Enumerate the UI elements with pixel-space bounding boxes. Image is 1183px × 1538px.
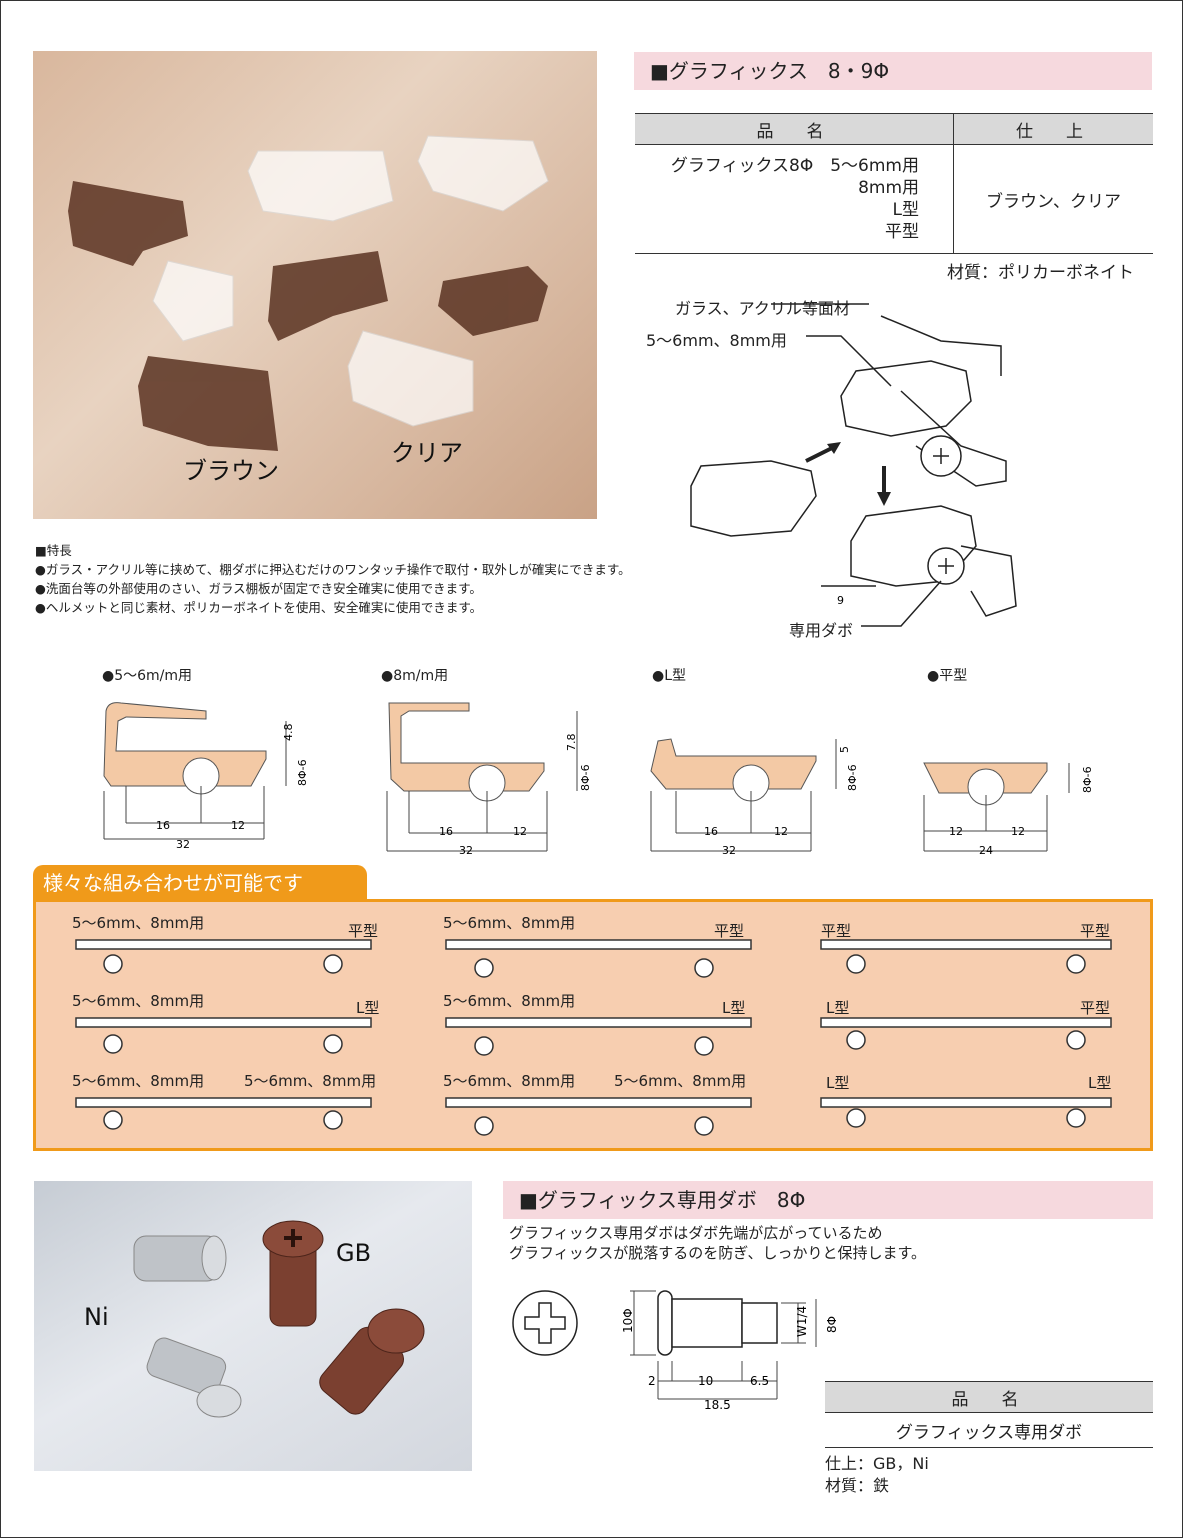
graphics-section-title: ■グラフィックス 8・9Φ [634,52,1152,90]
product-photo-dabo: GB Ni [34,1181,472,1471]
feature-item: ●ヘルメットと同じ素材、ポリカーボネイトを使用、安全確実に使用できます。 [35,600,483,615]
dabo-material: 材質：鉄 [825,1476,890,1495]
dim-text: 10Φ [621,1308,635,1333]
product-photo-clips: ブラウン クリア [33,51,597,519]
dim-text: 8Φ [825,1316,839,1333]
features-heading: ■特長 [35,543,72,558]
dim-text: W1/4 [795,1306,809,1337]
feature-item: ●ガラス・アクリル等に挟めて、棚ダボに押込むだけのワンタッチ操作で取付・取外しが… [35,562,631,577]
graphics-spec-table: 品 名 仕 上 グラフィックス8Φ 5～6mm用 8mm用 L型 平型 ブラウン… [635,113,1153,254]
dim-text: 32 [176,838,190,851]
product-line: グラフィックス8Φ 5～6mm用 [670,156,919,176]
dabo-description-line: グラフィックスが脱落するのを防ぎ、しっかりと保持します。 [509,1244,927,1262]
features-block: ■特長 ●ガラス・アクリル等に挟めて、棚ダボに押込むだけのワンタッチ操作で取付・… [35,541,631,617]
profile-drawing-l: 16 12 32 5 8Φ-6 [650,738,859,857]
dim-text: 12 [513,825,527,838]
combo-label-right: L型 [1088,1074,1112,1092]
profile-drawing-8: 16 12 32 7.8 8Φ-6 [386,702,592,857]
assembly-diagram: 9 [690,303,1017,627]
dim-text: 5 [838,746,851,753]
dim-text: 16 [156,819,170,832]
table-cell-finish: ブラウン、クリア [953,144,1153,254]
dim-text: 18.5 [704,1398,731,1412]
dim-text: 12 [231,819,245,832]
combo-label-left: 5～6mm、8mm用 [443,1072,576,1090]
combinations-drawing [75,939,1112,1136]
combo-label-right: L型 [356,999,380,1017]
profile-label-flat: ●平型 [927,668,968,684]
dabo-drawing: 10Φ W1/4 8Φ 2 10 6.5 18.5 [512,1290,839,1412]
label-gb: GB [336,1239,372,1267]
label-ni: Ni [84,1303,109,1331]
combo-label-right: 平型 [714,922,745,940]
product-line: 平型 [885,222,919,242]
dabo-spec-table: 品 名 グラフィックス専用ダボ [825,1381,1153,1448]
combo-label-right: L型 [722,999,746,1017]
table-header-finish: 仕 上 [953,113,1153,145]
dim-text: 24 [979,844,993,857]
label-brown: ブラウン [183,457,279,485]
dim-text: 8Φ-6 [579,764,592,791]
dim-text: 7.8 [565,734,578,752]
profile-label-5-6: ●5～6m/m用 [102,668,193,684]
dim-text: 32 [722,844,736,857]
profile-drawing-flat: 12 12 24 8Φ-6 [923,762,1094,857]
dim-text: 12 [1011,825,1025,838]
dim-text: 32 [459,844,473,857]
combo-label-left: 5～6mm、8mm用 [443,914,576,932]
combo-label-right: 平型 [1080,999,1111,1017]
clips-illustration [68,135,549,451]
dim-text: 12 [949,825,963,838]
dabo-finish: 仕上：GB，Ni [825,1454,929,1473]
combo-label-left: 平型 [821,922,852,940]
combo-label-left: 5～6mm、8mm用 [443,992,576,1010]
dim-text: 2 [648,1374,656,1388]
dim-text: 16 [704,825,718,838]
product-line: 8mm用 [858,178,919,198]
product-line: L型 [892,200,919,220]
dabo-section-title: ■グラフィックス専用ダボ 8Φ [503,1181,1153,1219]
combo-label-left: L型 [826,1074,850,1092]
combo-label-left: 5～6mm、8mm用 [72,914,205,932]
combo-label-right: 平型 [348,922,379,940]
dim-text: 8Φ-6 [1081,766,1094,793]
combinations-title: 様々な組み合わせが可能です [33,865,367,901]
profile-label-8: ●8m/m用 [381,668,449,684]
dabo-notes: 仕上：GB，Ni 材質：鉄 [825,1453,929,1497]
combo-label-right: 5～6mm、8mm用 [614,1072,747,1090]
combo-label-right: 5～6mm、8mm用 [244,1072,377,1090]
dim-text: 12 [774,825,788,838]
label-clear: クリア [391,439,463,467]
dabo-description: グラフィックス専用ダボはダボ先端が広がっているため グラフィックスが脱落するのを… [509,1223,926,1263]
table-cell-products: グラフィックス8Φ 5～6mm用 8mm用 L型 平型 [635,144,954,254]
dim-text: 8Φ-6 [846,764,859,791]
dim-text: 8Φ-6 [296,759,309,786]
material-text: 材質：ポリカーボネイト [947,263,1134,283]
dabo-table-product: グラフィックス専用ダボ [825,1412,1153,1448]
feature-item: ●洗面台等の外部使用のさい、ガラス棚板が固定でき安全確実に使用できます。 [35,581,482,596]
dim-text: 4.8 [282,724,295,742]
profile-drawing-5-6: 16 12 32 4.8 8Φ-6 [103,702,309,851]
label-glass: ガラス、アクリル等面材 [675,299,850,318]
dim-text: 10 [698,1374,713,1388]
combo-label-left: 5～6mm、8mm用 [72,1072,205,1090]
combinations-box: 5～6mm、8mm用 平型 5～6mm、8mm用 平型 平型 平型 5～6mm、… [33,899,1153,1151]
dim-text: 16 [439,825,453,838]
label-dabo: 専用ダボ [789,621,854,640]
dabo-table-header: 品 名 [825,1381,1153,1413]
dim-text: 6.5 [750,1374,769,1388]
label-size: 5～6mm、8mm用 [646,331,787,350]
combo-label-left: L型 [826,999,850,1017]
profile-label-l: ●L型 [652,668,687,684]
combo-label-right: 平型 [1080,922,1111,940]
dabo-description-line: グラフィックス専用ダボはダボ先端が広がっているため [509,1224,883,1242]
dim-9: 9 [837,594,844,607]
dabo-illustration [133,1220,425,1418]
combo-label-left: 5～6mm、8mm用 [72,992,205,1010]
table-header-product: 品 名 [635,113,954,145]
